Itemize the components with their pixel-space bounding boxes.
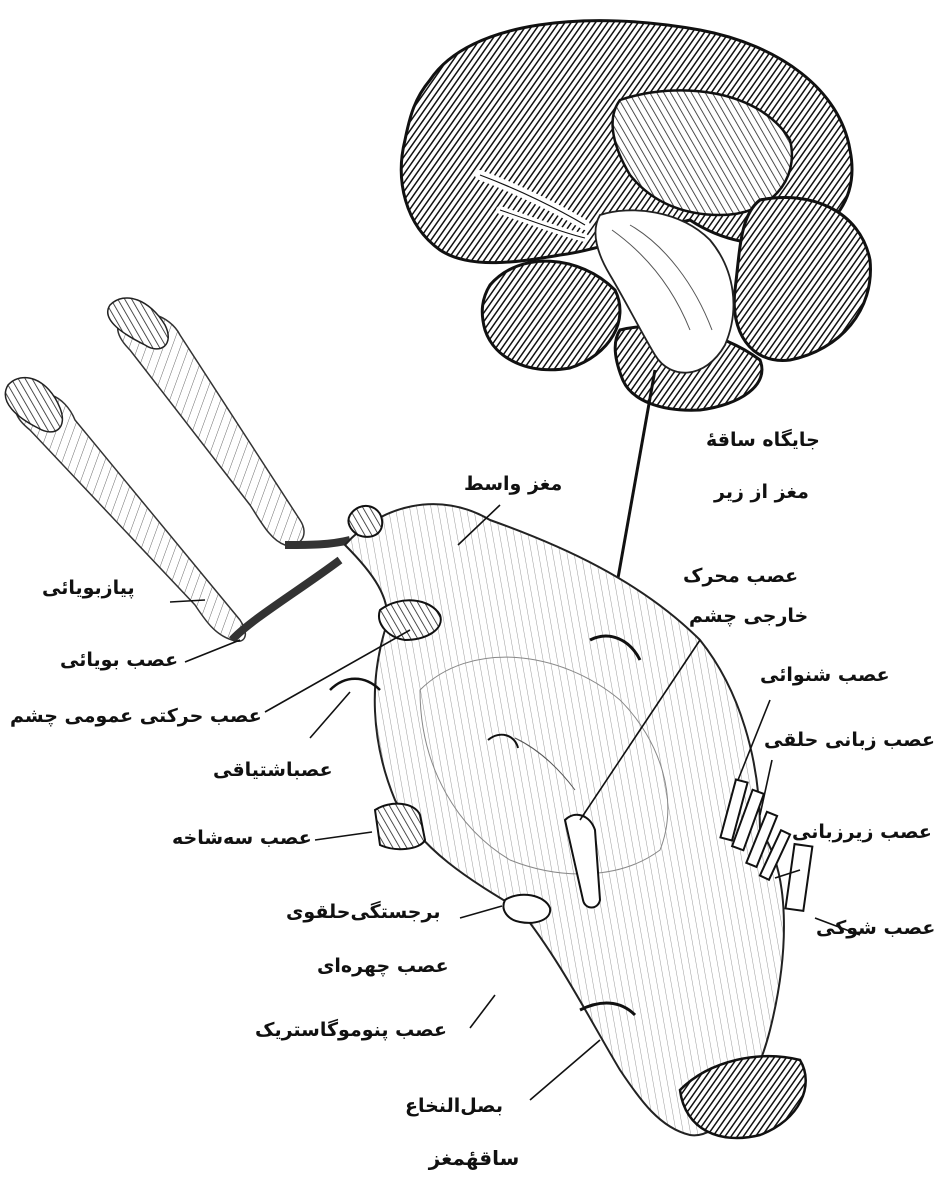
label-medulla: بصل‌النخاع <box>405 1096 503 1117</box>
label-vagus-nerve: عصب پنوموگاستریک <box>255 1020 447 1041</box>
oculomotor-bundle <box>379 600 441 640</box>
label-trochlear-nerve: عصباشتیاقی <box>213 760 333 781</box>
cerebellum-right <box>734 198 870 361</box>
olfactory-bulb-upper <box>108 298 169 349</box>
label-midbrain: مغز واسط <box>464 474 562 495</box>
inset-label-line1: جایگاه ساقهٔ <box>706 430 820 451</box>
label-trigeminal-nerve: عصب سه‌شاخه <box>172 828 312 849</box>
leader-facial <box>460 906 502 918</box>
leader-olfactory-nerve <box>185 640 240 662</box>
inset-pointer <box>618 370 655 578</box>
trigeminal-root <box>375 804 425 849</box>
label-oculomotor-nerve: عصب حرکتی عمومی چشم <box>10 706 262 727</box>
label-auditory-nerve: عصب شنوائی <box>760 665 890 686</box>
leader-vagus <box>470 995 495 1028</box>
olfactory-bulb-lower <box>5 378 62 432</box>
label-hypoglossal-nerve: عصب زیرزبانی <box>792 822 932 843</box>
label-glossopharyngeal-nerve: عصب زبانی حلقی <box>764 730 935 751</box>
label-olfactory-nerve: عصب بویائی <box>60 650 178 671</box>
leader-trochlear <box>310 692 350 738</box>
label-spinal-accessory-nerve: عصب شوکی <box>816 918 935 939</box>
figure-caption: ساقهٔمغز <box>0 1146 948 1170</box>
facial-root <box>503 895 550 923</box>
cerebellum-left <box>482 261 620 370</box>
leader-trigeminal <box>315 832 372 840</box>
midbrain-stub <box>348 506 382 537</box>
label-abducens-nerve-line2: خارجی چشم <box>689 606 808 627</box>
trochlear-root <box>330 679 380 690</box>
leader-medulla <box>530 1040 600 1100</box>
inset-label-line2: مغز از زیر <box>714 482 809 503</box>
label-olfactory-bulb: پیازبویائی <box>42 578 135 599</box>
label-abducens-nerve-line1: عصب محرک <box>683 566 798 587</box>
leader-glossopharyngeal <box>760 760 772 815</box>
label-pons: برجستگی‌حلقوی <box>286 902 440 923</box>
label-facial-nerve: عصب چهره‌ای <box>317 956 449 977</box>
inset-brain <box>401 21 870 411</box>
